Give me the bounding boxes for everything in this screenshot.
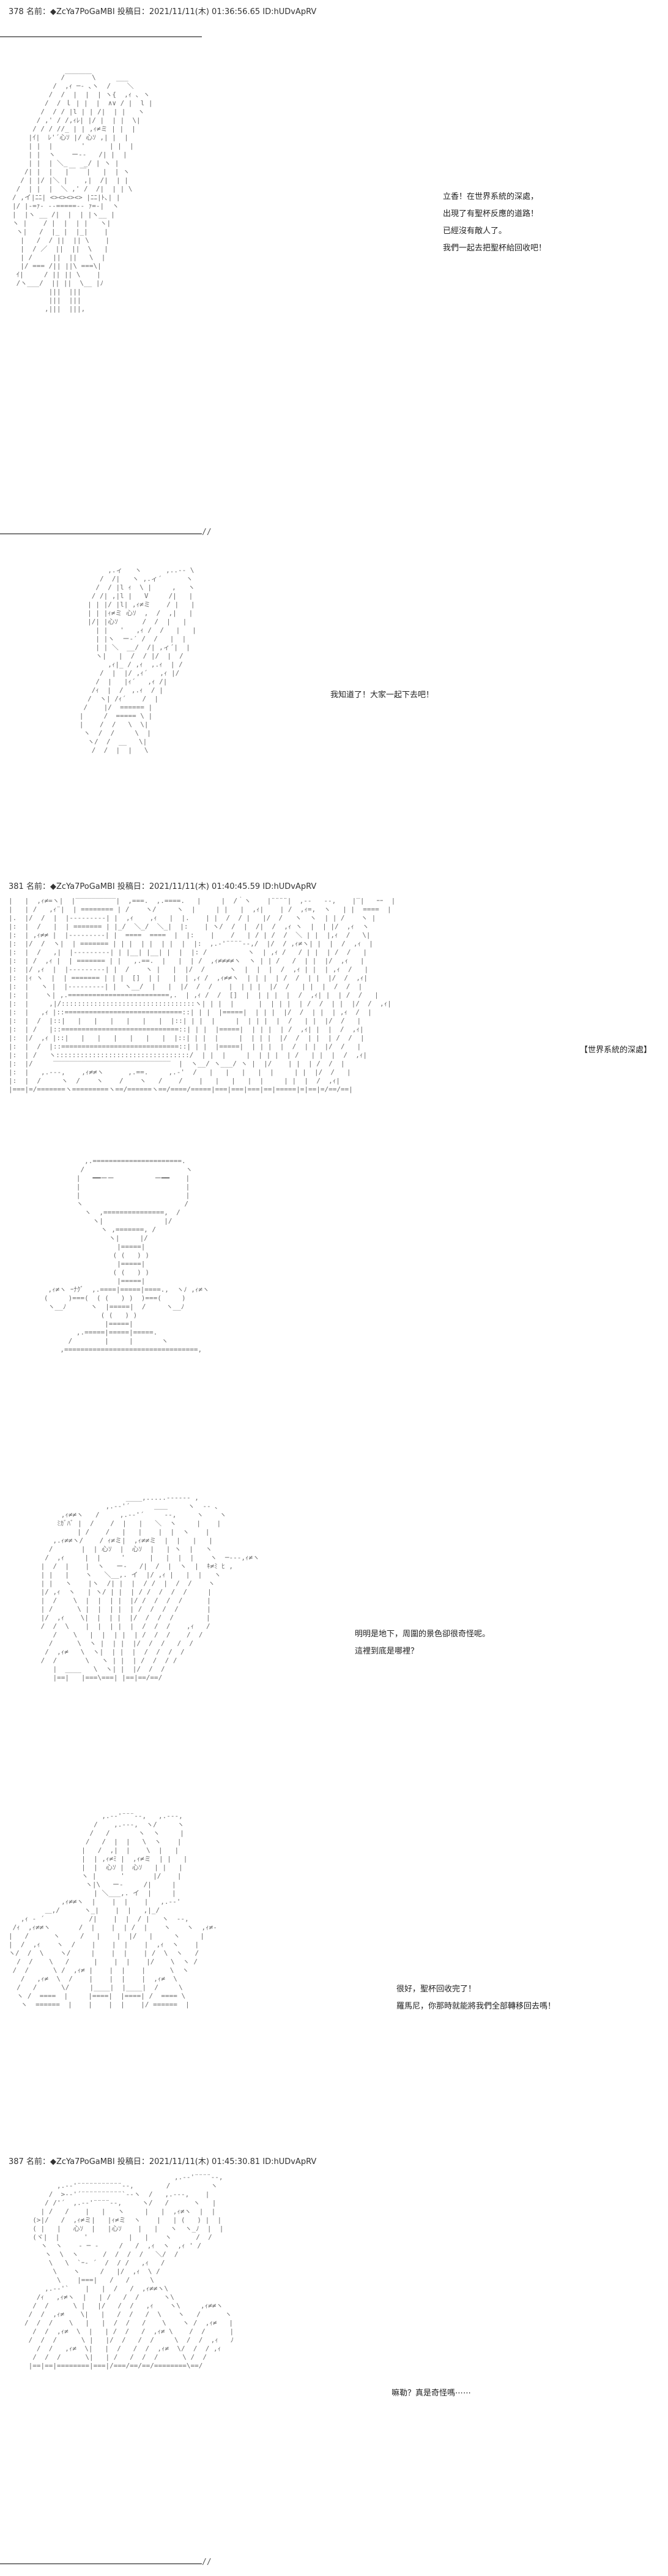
ascii-art-character-2: ,.ィ ヽ ,..-‐ \ / /| ヽ ,.ィ´ ヽ / / |l ｨ \ |… [79, 566, 196, 754]
dialog-2: 我知道了！大家一起下去吧！ [330, 687, 434, 704]
dialog-line: 【世界系統的深處】 [580, 1046, 652, 1055]
dialog-line: 已經沒有敵人了。 [443, 227, 507, 236]
separator [0, 34, 220, 39]
separator-mark: // [202, 2558, 212, 2567]
dialog-line: 立香！在世界系統的深處， [443, 192, 539, 201]
separator: // [0, 528, 220, 537]
separator-mark: // [202, 528, 212, 537]
dialog-line: 明明是地下，周圍的景色卻很奇怪呢。 [355, 1630, 491, 1639]
separator: // [0, 2558, 220, 2567]
dialog-line: 出現了有聖杯反應的道路！ [443, 209, 539, 219]
dialog-5: 很好，聖杯回收完了！ 羅馬尼，你那時就能將我們全部轉移回去嗎！ [396, 1981, 555, 2015]
post-header-381: 381 名前：◆ZcYa7PoGaMBI 投稿日：2021/11/11(木) 0… [9, 882, 317, 891]
dialog-line: 我知道了！大家一起下去吧！ [330, 691, 434, 700]
ascii-art-character-3: ____,.....-‐---- , ,.-‐'´ ＿＿ ヽ ‐- ､ ,ｨ≠≠… [40, 1494, 260, 1682]
dialog-4: 明明是地下，周圍的景色卻很奇怪呢。 這裡到底是哪裡？ [355, 1626, 490, 1660]
ascii-art-grail: ,.======================. / ヽ | ━━ーー ー━━… [43, 1157, 210, 1354]
dialog-3: 【世界系統的深處】 [580, 1042, 651, 1059]
ascii-art-character-1: /￣￣￣￣\ ___ / ,ｨ ─- ､ヽ / ＼ / / | | | ヽ{ ,… [12, 73, 153, 313]
ascii-art-character-4: ,.-‐'¨¨¨‐-, ,.-‐-, / ,.-‐-, ヽ/ ヽ / / ヽ ヽ… [9, 1812, 217, 2009]
dialog-1: 立香！在世界系統的深處， 出現了有聖杯反應的道路！ 已經沒有敵人了。 我們一起去… [443, 189, 546, 257]
post-header-387: 387 名前：◆ZcYa7PoGaMBI 投稿日：2021/11/11(木) 0… [9, 2157, 317, 2166]
dialog-line: 這裡到底是哪裡？ [355, 1647, 419, 1656]
ascii-art-character-5: ,.-‐'¨¨¨¨‐-, ,.-‐'¨¨¨¨¨¨¨¨¨¨¨‐-, / ヽ / >… [24, 2173, 234, 2370]
dialog-6: 嘛勒？真是奇怪嗎⋯⋯ [392, 2385, 471, 2402]
ascii-art-scene-world-system: | | ,ｨ≠=ヽ| |‾‾‾‾‾‾‾‾‾‾| ,===. ,.====. | … [9, 897, 396, 1093]
dialog-line: 羅馬尼，你那時就能將我們全部轉移回去嗎！ [396, 2002, 556, 2011]
dialog-line: 我們一起去把聖杯給回收吧！ [443, 244, 547, 253]
dialog-line: 嘛勒？真是奇怪嗎⋯⋯ [392, 2389, 472, 2398]
dialog-line: 很好，聖杯回收完了！ [396, 1985, 477, 1994]
post-header-378: 378 名前：◆ZcYa7PoGaMBI 投稿日：2021/11/11(木) 0… [9, 7, 317, 17]
